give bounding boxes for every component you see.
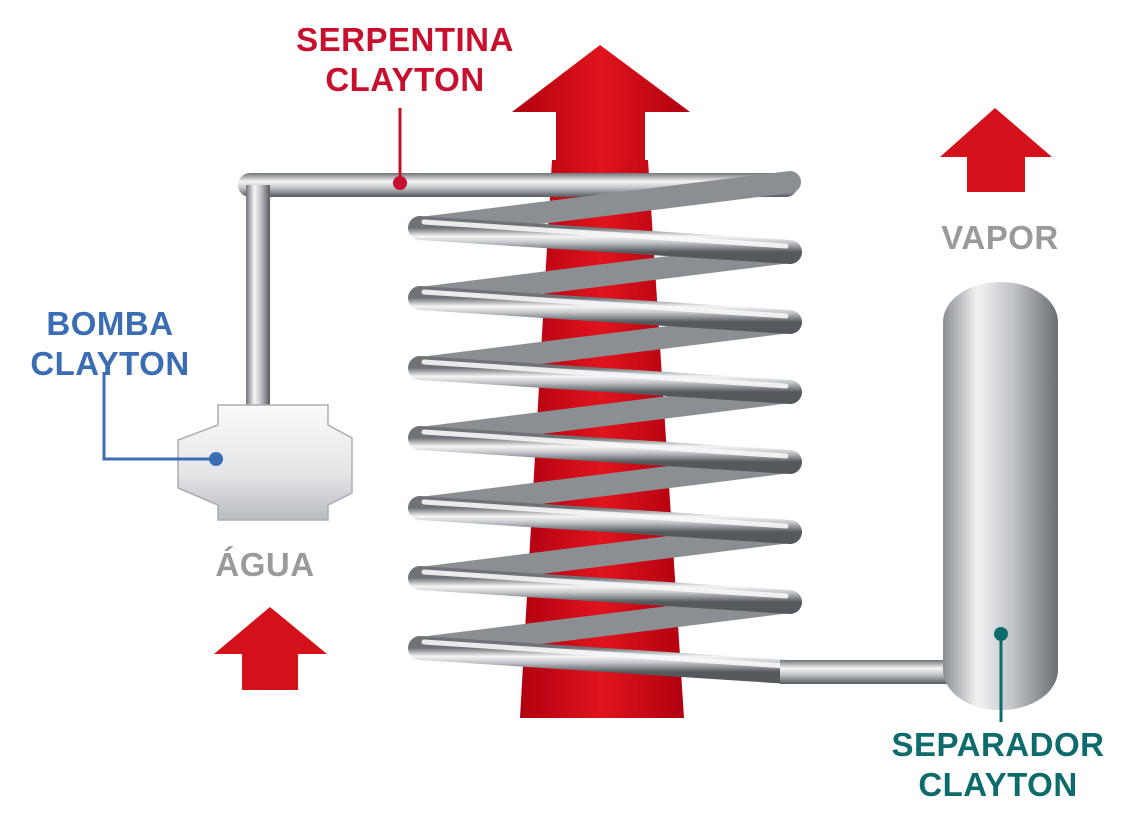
bomba-pump (177, 404, 353, 521)
serpentina-label: SERPENTINA CLAYTON (275, 20, 535, 100)
serpentina-coil (408, 171, 802, 684)
bomba-leader (102, 372, 223, 466)
bomba-label-line1: BOMBA (46, 305, 174, 342)
serpentina-label-line1: SERPENTINA (296, 21, 514, 58)
serpentina-leader (393, 108, 407, 190)
water-arrow-icon (214, 607, 327, 690)
bomba-label: BOMBA CLAYTON (20, 304, 200, 384)
separador-label-line2: CLAYTON (918, 766, 1078, 803)
separador-leader (994, 627, 1008, 722)
feed-pipe-vertical (246, 185, 270, 410)
separador-tank (943, 282, 1058, 710)
coil-front-segments (408, 216, 802, 684)
serpentina-label-line2: CLAYTON (325, 61, 485, 98)
vapor-arrow-icon (940, 108, 1052, 192)
separador-label-line1: SEPARADOR (891, 726, 1105, 763)
bomba-label-line2: CLAYTON (30, 345, 190, 382)
vapor-label: VAPOR (941, 219, 1059, 256)
separador-label: SEPARADOR CLAYTON (880, 725, 1116, 805)
coil-highlights (421, 219, 789, 669)
agua-label: ÁGUA (215, 546, 315, 583)
